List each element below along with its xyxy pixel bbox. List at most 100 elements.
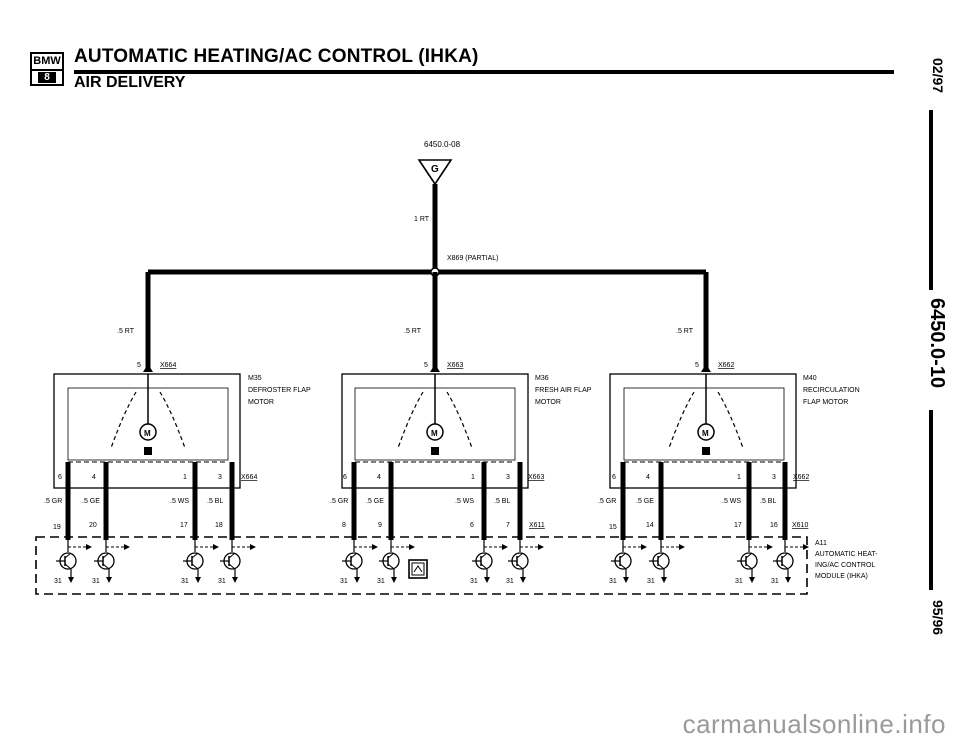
branch-wire-label: .5 RT [404, 328, 422, 335]
svg-text:.5 GE: .5 GE [366, 498, 384, 505]
ground-label: 31 [92, 578, 100, 585]
svg-text:6: 6 [470, 522, 474, 529]
connector-top: X663 [447, 362, 463, 369]
connector-pin: 5 [695, 362, 699, 369]
transistor-symbol [56, 540, 92, 583]
motor-m35: .5 RT 5 X664 M M35 DEFROSTER FLAP MOTOR … [44, 272, 311, 540]
connector-pin: 5 [424, 362, 428, 369]
svg-text:.5 WS: .5 WS [722, 498, 741, 505]
svg-text:6: 6 [612, 474, 616, 481]
connector-bottom: X662 [793, 474, 809, 481]
svg-text:6: 6 [343, 474, 347, 481]
motor-id: M36 [535, 375, 549, 382]
motor-m40: .5 RT 5 X662 M M40 RECIRCULATION FLAP MO… [598, 272, 860, 540]
motor-name-line2: MOTOR [535, 399, 561, 406]
svg-text:7: 7 [506, 522, 510, 529]
logo-series: 8 [38, 72, 56, 83]
motor-id: M40 [803, 375, 817, 382]
motor-name-line2: MOTOR [248, 399, 274, 406]
transistor-symbol [649, 540, 685, 583]
svg-text:4: 4 [377, 474, 381, 481]
svg-text:18: 18 [215, 522, 223, 529]
ground-label: 31 [377, 578, 385, 585]
connector-pin: 5 [137, 362, 141, 369]
ground-g-symbol: G [417, 159, 453, 186]
ground-label: 31 [470, 578, 478, 585]
svg-text:14: 14 [646, 522, 654, 529]
svg-text:1: 1 [737, 474, 741, 481]
branch-wire-label: .5 RT [117, 328, 135, 335]
ground-label: 31 [609, 578, 617, 585]
svg-text:9: 9 [378, 522, 382, 529]
side-rule-top [929, 110, 933, 290]
module-connector: X610 [792, 522, 808, 529]
motor-icon [697, 423, 715, 441]
svg-text:3: 3 [218, 474, 222, 481]
title-rule [74, 70, 894, 74]
svg-text:.5 WS: .5 WS [455, 498, 474, 505]
svg-text:.5 BL: .5 BL [494, 498, 510, 505]
svg-text:8: 8 [342, 522, 346, 529]
motor-name-line1: DEFROSTER FLAP [248, 387, 311, 394]
watermark: carmanualsonline.info [682, 709, 946, 739]
transistor-symbol [611, 540, 647, 583]
side-rule-bottom [929, 410, 933, 590]
module-connector: X611 [529, 522, 545, 529]
svg-text:.5 GE: .5 GE [82, 498, 100, 505]
branch-wire-label: .5 RT [676, 328, 694, 335]
connector-bottom: X663 [528, 474, 544, 481]
svg-text:M: M [702, 429, 709, 438]
svg-text:4: 4 [92, 474, 96, 481]
motor-icon [139, 423, 157, 441]
svg-text:17: 17 [180, 522, 188, 529]
transistor-symbol [773, 540, 809, 583]
svg-text:M: M [431, 429, 438, 438]
svg-text:1: 1 [471, 474, 475, 481]
svg-text:.5 BL: .5 BL [760, 498, 776, 505]
svg-text:.5 BL: .5 BL [207, 498, 223, 505]
diagram-id: 6450.0-08 [424, 140, 461, 149]
svg-text:M: M [144, 429, 151, 438]
svg-text:6: 6 [58, 474, 62, 481]
transistor-symbol [220, 540, 256, 583]
transistor-symbol [379, 540, 415, 583]
bmw-8-series-logo: BMW 8 [30, 52, 64, 86]
page-subtitle: AIR DELIVERY [74, 74, 186, 91]
motor-m36: .5 RT 5 X663 M M36 FRESH AIR FLAP MOTOR … [330, 272, 592, 540]
connector-top: X662 [718, 362, 734, 369]
motor-id: M35 [248, 375, 262, 382]
svg-text:19: 19 [53, 524, 61, 531]
ground-label: 31 [218, 578, 226, 585]
feed-wire-label: 1 RT [414, 216, 430, 223]
svg-text:.5 GR: .5 GR [598, 498, 616, 505]
transistor-symbol [508, 540, 544, 583]
ground-label: 31 [181, 578, 189, 585]
transistor-symbol [737, 540, 773, 583]
svg-text:6450.0-08: 6450.0-08 [424, 140, 461, 149]
splice-label: X869 (PARTIAL) [447, 255, 499, 262]
connector-top: X664 [160, 362, 176, 369]
module-id: A11 [815, 540, 827, 547]
svg-text:3: 3 [506, 474, 510, 481]
transistor-symbol [472, 540, 508, 583]
module-name-line1: AUTOMATIC HEAT- [815, 551, 878, 558]
page-title: AUTOMATIC HEATING/AC CONTROL (IHKA) [74, 46, 479, 67]
motor-icon [426, 423, 444, 441]
svg-text:17: 17 [734, 522, 742, 529]
svg-text:3: 3 [772, 474, 776, 481]
svg-text:1: 1 [183, 474, 187, 481]
motor-name-line1: RECIRCULATION [803, 387, 860, 394]
module-a11-outline [35, 536, 808, 595]
motor-name-line2: FLAP MOTOR [803, 399, 848, 406]
ground-label: 31 [340, 578, 348, 585]
svg-text:.5 WS: .5 WS [170, 498, 189, 505]
module-name-line2: ING/AC CONTROL [815, 562, 875, 569]
svg-text:15: 15 [609, 524, 617, 531]
ground-label: 31 [735, 578, 743, 585]
transistor-symbol [342, 540, 378, 583]
svg-text:.5 GE: .5 GE [636, 498, 654, 505]
transistor-symbol [94, 540, 130, 583]
motor-name-line1: FRESH AIR FLAP [535, 387, 592, 394]
